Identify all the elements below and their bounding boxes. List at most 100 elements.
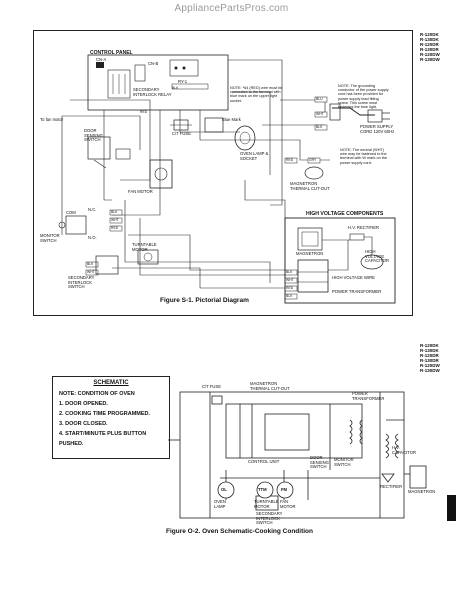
schematic-note-line: 4. START/MINUTE PLUS BUTTON xyxy=(59,431,147,437)
wire-tags xyxy=(85,96,328,300)
model-item: R-130DR xyxy=(420,47,439,52)
door-sensing-switch xyxy=(87,136,111,160)
sch-secondary-interlock-label: SECONDARY INTERLOCK SWITCH xyxy=(256,511,283,526)
model-item: R-130DK xyxy=(420,348,439,353)
model-list-bottom: R-120DK R-130DK R-120DR R-130DR R-120DW … xyxy=(420,343,440,373)
wire-tag: BLK xyxy=(286,270,293,274)
wire-tag: RED xyxy=(286,286,294,290)
model-item: R-130DR xyxy=(420,358,439,363)
relay-bracket xyxy=(204,117,224,133)
secondary-interlock-label: SECONDARY INTERLOCK SWITCH xyxy=(68,275,95,290)
turntable-motor-symbol xyxy=(256,481,274,499)
schematic-note-line: 2. COOKING TIME PROGRAMMED. xyxy=(59,411,151,417)
sch-hv-capacitor-label: H.V. CAPACITOR xyxy=(392,445,417,455)
model-item: R-120DR xyxy=(420,353,439,358)
wire-tag: WHT xyxy=(111,218,119,222)
monitor-switch-label: MONITOR SWITCH xyxy=(40,233,60,243)
sch-ct-fuse-label: C/T FUSE xyxy=(202,384,222,389)
to-fan-motor-label: To fan motor xyxy=(40,117,64,122)
sch-fan-motor-label: FAN MOTOR xyxy=(280,499,296,509)
hv-components-box xyxy=(284,217,396,304)
cn-b-connector xyxy=(134,64,146,82)
blue-mark-label: Blue Mark xyxy=(222,117,241,122)
magnetron xyxy=(297,227,323,251)
sch-rectifier-label: RECTIFIER xyxy=(380,484,403,489)
secondary-interlock-switch xyxy=(95,255,119,275)
wire-tag: RED xyxy=(111,226,119,230)
model-item: R-120DK xyxy=(420,32,439,37)
sch-fm-symbol: FM xyxy=(281,487,288,492)
wire-tag: BLK xyxy=(87,262,94,266)
ct-fuse-label: C/T FUSE xyxy=(172,131,192,136)
relay-label: SECONDARY INTERLOCK RELAY xyxy=(133,87,172,97)
wire-tag: WHT xyxy=(316,112,324,116)
note-ground: NOTE: The grounding conductor of the pow… xyxy=(338,84,389,110)
model-item: R-120DK xyxy=(420,343,439,348)
page-edge-tab xyxy=(447,495,456,521)
wire-tag: WHT xyxy=(286,278,294,282)
relay-tag: RY-1 xyxy=(178,79,188,84)
wire-tag: BLK xyxy=(286,294,293,298)
magnetron-thermal-cutout xyxy=(304,166,324,180)
hv-rectifier xyxy=(349,233,365,241)
schematic-note-line: NOTE: CONDITION OF OVEN xyxy=(59,391,135,397)
sch-mag-cutout-label: MAGNETRON THERMAL CUT-OUT xyxy=(250,381,290,391)
power-transformer xyxy=(297,259,329,293)
sch-power-transformer-label: POWER TRANSFORMER xyxy=(352,391,385,401)
sch-control-unit-label: CONTROL UNIT xyxy=(248,459,280,464)
model-item: R-130DW xyxy=(420,57,440,62)
cn-a-connector xyxy=(96,62,104,68)
hv-capacitor-label: HIGH VOLTAGE CAPACITOR xyxy=(365,249,390,264)
model-item: R-120DW xyxy=(420,52,440,57)
wire-tag: GRY xyxy=(309,158,317,162)
fan-motor-symbol xyxy=(276,481,294,499)
nc-label: N.C. xyxy=(88,207,97,212)
wire-tag: RED xyxy=(286,158,294,162)
schematic-note-line: PUSHED. xyxy=(59,441,84,447)
control-panel-label: CONTROL PANEL xyxy=(90,50,133,56)
schematic-note-line: 1. DOOR OPENED. xyxy=(59,401,108,407)
hv-rectifier-label: H.V. RECTIFIER xyxy=(348,225,380,230)
sch-tt-motor-label: TURNTABLE MOTOR xyxy=(254,499,279,509)
oven-lamp-socket xyxy=(234,125,256,151)
turntable-motor-label: TURNTABLE MOTOR xyxy=(132,242,157,252)
power-cord-label: POWER SUPPLY CORD 120V 60Hz xyxy=(360,124,395,134)
schematic-note-box: SCHEMATIC NOTE: CONDITION OF OVEN 1. DOO… xyxy=(52,376,170,459)
sch-ttm-symbol: TTM xyxy=(258,487,267,492)
door-sensing-label: DOOR SENSING SWITCH xyxy=(84,128,103,143)
turntable-motor xyxy=(137,249,159,265)
sch-monitor-label: MONITOR SWITCH xyxy=(334,457,354,467)
cn-a-label: CN-A xyxy=(96,57,107,62)
power-supply-cord xyxy=(332,107,375,116)
sch-oven-lamp-label: OVEN LAMP xyxy=(214,499,226,509)
model-item: R-120DR xyxy=(420,42,439,47)
model-list-top: R-120DK R-130DK R-120DR R-130DR R-120DW … xyxy=(420,32,440,62)
schematic-title: SCHEMATIC xyxy=(93,380,129,386)
hv-components-title: HIGH VOLTAGE COMPONENTS xyxy=(306,211,384,217)
fan-motor-label: FAN MOTOR xyxy=(128,189,153,194)
wire-tag: BLK xyxy=(172,86,179,90)
oven-lamp-symbol xyxy=(217,481,235,499)
control-panel-box xyxy=(87,54,229,111)
com-label: COM xyxy=(66,210,76,215)
no-label: N.O. xyxy=(88,235,97,240)
wire-tag: BLK xyxy=(111,210,118,214)
wire-tag: RED xyxy=(140,110,148,114)
relay-ry1 xyxy=(107,69,131,99)
magnetron-label: MAGNETRON xyxy=(296,251,324,256)
figure-o2-caption: Figure O-2. Oven Schematic-Cooking Condi… xyxy=(166,528,313,535)
fan-motor xyxy=(149,159,173,189)
oven-lamp-label: OVEN LAMP & SOCKET xyxy=(240,151,269,161)
hv-wire-label: HIGH VOLTAGE WIRE xyxy=(332,275,375,280)
model-item: R-130DW xyxy=(420,368,440,373)
watermark: AppliancePartsPros.com xyxy=(174,3,289,14)
wire-tag: BLU xyxy=(316,97,323,101)
figure-s1-caption: Figure S-1. Pictorial Diagram xyxy=(160,297,249,304)
pictorial-diagram-frame xyxy=(33,30,413,316)
schematic-drawing xyxy=(168,391,427,519)
cn-b-label: CN-B xyxy=(148,61,159,66)
note-neutral: NOTE: The neutral (WHT) wire may be fast… xyxy=(340,148,388,165)
note-switch: NOTE: *64 (RED) wire must be connected t… xyxy=(230,86,283,103)
control-panel-terminal xyxy=(169,59,199,77)
